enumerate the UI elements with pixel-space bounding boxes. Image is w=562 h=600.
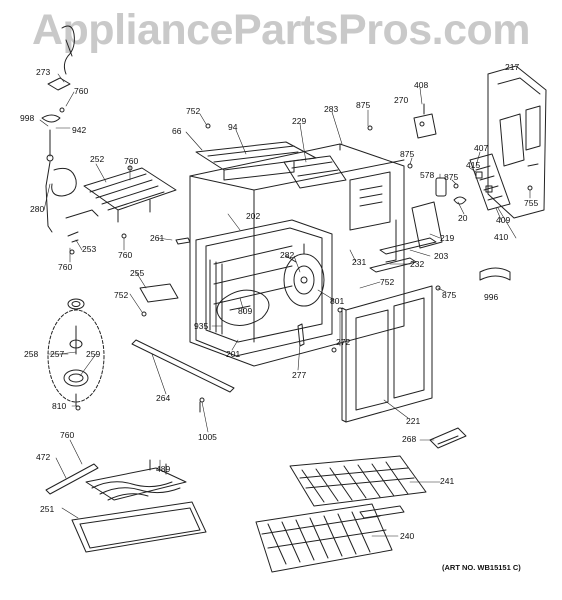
vent-panel-drawing bbox=[195, 141, 317, 181]
label-258: 258 bbox=[24, 349, 39, 359]
label-268: 268 bbox=[402, 434, 417, 444]
label-407: 407 bbox=[474, 143, 489, 153]
leader-lines bbox=[39, 73, 531, 537]
label-942: 942 bbox=[72, 125, 87, 135]
label-280: 280 bbox=[30, 204, 45, 214]
label-875: 875 bbox=[442, 290, 457, 300]
label-760: 760 bbox=[124, 156, 139, 166]
label-810: 810 bbox=[52, 401, 67, 411]
label-578: 578 bbox=[420, 170, 435, 180]
label-255: 255 bbox=[130, 268, 145, 278]
label-415: 415 bbox=[466, 160, 481, 170]
label-409: 409 bbox=[496, 215, 511, 225]
label-272: 272 bbox=[336, 337, 351, 347]
bake-element-drawing bbox=[45, 459, 207, 553]
switch-parts-drawing bbox=[435, 177, 467, 205]
trim-255-drawing bbox=[139, 283, 179, 303]
trim-264-drawing bbox=[131, 339, 235, 413]
label-472: 472 bbox=[36, 452, 51, 462]
label-94: 94 bbox=[228, 122, 238, 132]
label-231: 231 bbox=[352, 257, 367, 267]
art-number: (ART NO. WB15151 C) bbox=[442, 563, 521, 572]
label-282: 282 bbox=[280, 250, 295, 260]
label-935: 935 bbox=[194, 321, 209, 331]
label-760: 760 bbox=[74, 86, 89, 96]
label-809: 809 bbox=[238, 306, 253, 316]
side-bracket-drawing bbox=[369, 201, 443, 273]
label-217: 217 bbox=[505, 62, 520, 72]
label-240: 240 bbox=[400, 531, 415, 541]
hinge-drawing bbox=[429, 427, 467, 449]
insulation-drawing bbox=[283, 155, 347, 189]
convection-fan-drawing bbox=[283, 243, 325, 307]
label-221: 221 bbox=[406, 416, 421, 426]
label-202: 202 bbox=[246, 211, 261, 221]
label-20: 20 bbox=[458, 213, 468, 223]
label-259: 259 bbox=[86, 349, 101, 359]
label-261: 261 bbox=[150, 233, 165, 243]
label-408: 408 bbox=[414, 80, 429, 90]
watermark: AppliancePartsPros.com bbox=[31, 6, 531, 54]
bake-burner-drawing bbox=[47, 298, 105, 407]
label-875: 875 bbox=[444, 172, 459, 182]
oven-body-drawing bbox=[189, 143, 405, 367]
label-752: 752 bbox=[186, 106, 201, 116]
label-1005: 1005 bbox=[198, 432, 217, 442]
oven-rack-lower-drawing bbox=[255, 503, 393, 573]
label-760: 760 bbox=[60, 430, 75, 440]
label-998: 998 bbox=[20, 113, 35, 123]
label-752: 752 bbox=[114, 290, 129, 300]
label-232: 232 bbox=[410, 259, 425, 269]
label-203: 203 bbox=[434, 251, 449, 261]
label-752: 752 bbox=[380, 277, 395, 287]
control-board-drawing bbox=[469, 153, 511, 211]
label-257: 257 bbox=[50, 349, 65, 359]
broil-element-drawing bbox=[65, 167, 177, 243]
label-875: 875 bbox=[356, 100, 371, 110]
oven-door-drawing bbox=[341, 285, 433, 423]
label-229: 229 bbox=[292, 116, 307, 126]
label-219: 219 bbox=[440, 233, 455, 243]
label-760: 760 bbox=[118, 250, 133, 260]
label-489: 489 bbox=[156, 464, 171, 474]
label-252: 252 bbox=[90, 154, 105, 164]
label-283: 283 bbox=[324, 104, 339, 114]
label-270: 270 bbox=[394, 95, 409, 105]
label-996: 996 bbox=[484, 292, 499, 302]
label-201: 201 bbox=[226, 349, 241, 359]
rear-panel-drawing bbox=[487, 65, 547, 219]
label-264: 264 bbox=[156, 393, 171, 403]
label-253: 253 bbox=[82, 244, 97, 254]
label-273: 273 bbox=[36, 67, 51, 77]
temperature-probe-drawing bbox=[41, 25, 77, 233]
label-755: 755 bbox=[524, 198, 539, 208]
oven-rack-upper-drawing bbox=[289, 455, 427, 519]
label-875: 875 bbox=[400, 149, 415, 159]
label-760: 760 bbox=[58, 262, 73, 272]
oven-liner-drawing bbox=[195, 219, 333, 357]
label-277: 277 bbox=[292, 370, 307, 380]
label-410: 410 bbox=[494, 232, 509, 242]
label-241: 241 bbox=[440, 476, 455, 486]
label-251: 251 bbox=[40, 504, 55, 514]
label-66: 66 bbox=[172, 126, 182, 136]
sensor-bracket-drawing bbox=[413, 103, 437, 139]
clip-996-drawing bbox=[479, 267, 511, 281]
label-801: 801 bbox=[330, 296, 345, 306]
